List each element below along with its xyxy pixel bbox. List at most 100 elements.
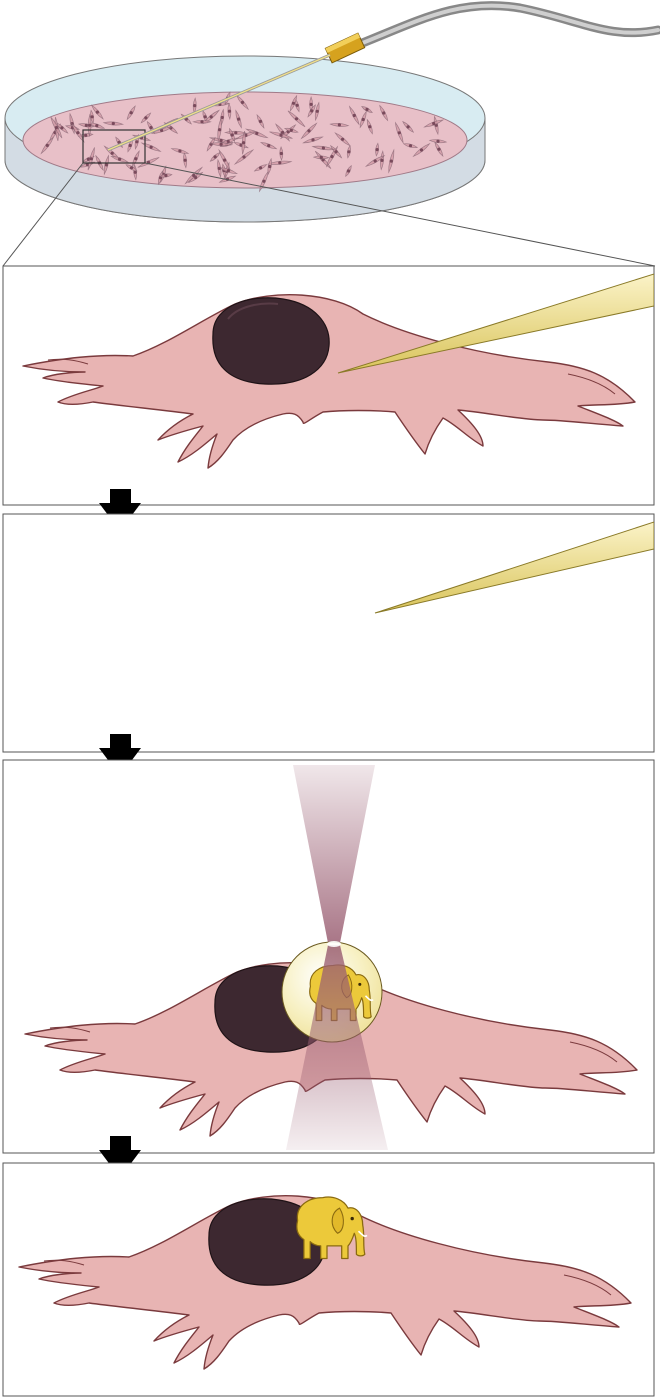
laser-beam-lower [286,945,388,1150]
dish-cell-nucleus [291,101,296,105]
dish-cell-nucleus [76,131,80,135]
dish-cell-nucleus [408,144,413,148]
dish-cell-nucleus [321,146,325,150]
dish-cell-nucleus [84,133,88,137]
dish-cell-nucleus [135,140,139,144]
dish-cell-nucleus [54,126,59,130]
dish-cell-nucleus [209,115,213,119]
dish-cell-nucleus [373,159,377,163]
dish-cell-nucleus [380,158,384,162]
dish-cell-nucleus [133,170,137,174]
dish-cell-nucleus [219,138,223,143]
dish-cell-nucleus [213,155,217,159]
dish-cell-nucleus [223,158,227,162]
dish-cell-nucleus [164,173,168,178]
dish-cell-nucleus [307,129,311,133]
dish-cell-nucleus [311,138,315,142]
micropipette-icon [374,521,654,614]
dish-cell-nucleus [226,169,230,173]
dish-cell-nucleus [346,169,351,173]
dish-cell-nucleus [88,123,92,127]
dish-cell-nucleus [375,148,379,152]
dish-cell-nucleus [200,120,204,124]
dish-cell-nucleus [406,125,410,129]
dish-cell-nucleus [279,151,283,156]
dish-cell-nucleus [128,143,132,148]
dish-cell-nucleus [104,163,108,167]
dish-cell-nucleus [242,155,246,159]
petri-dish [4,55,486,223]
dish-cell-nucleus [237,117,241,121]
cultured-cells [40,91,448,193]
dish-cell-nucleus [259,166,263,170]
dish-cell-nucleus [436,139,440,143]
dish-cell-nucleus [278,161,282,165]
dish-cell-nucleus [134,157,138,161]
dish-cell-nucleus [178,149,182,153]
dish-cell-nucleus [95,124,99,128]
panel-step-4-result [2,1162,655,1397]
dish-cell-nucleus [193,104,197,108]
panel-step-3-laser-activation [2,759,655,1154]
zoom-region-box [82,129,146,164]
dish-cell-nucleus [240,100,245,104]
dish-cell-nucleus [60,126,64,130]
micropipette-icon [337,273,654,374]
dish-cell-nucleus [341,137,345,141]
dish-cell-nucleus [230,133,234,137]
dish-cell-nucleus [192,173,196,178]
dish-cell-nucleus [419,148,424,152]
dish-cell-nucleus [361,117,365,122]
dish-cell-nucleus [397,131,401,135]
dish-cell-nucleus [310,109,314,113]
dish-cell-nucleus [330,155,334,159]
dish-cell-nucleus [365,107,369,112]
dish-cell-nucleus [144,116,148,120]
panel-step-1-approach [2,265,655,506]
dish-cell-nucleus [117,140,121,144]
dish-cell-nucleus [242,141,246,145]
dish-cell-nucleus [89,157,93,161]
dish-cell-nucleus [389,159,393,163]
down-arrow-icon [99,489,141,531]
dish-cell-nucleus [218,128,222,132]
dish-cell-nucleus [203,115,207,119]
dish-cell-nucleus [183,158,187,162]
dish-cell-nucleus [268,164,272,169]
dish-cell-nucleus [315,109,319,113]
down-arrow-icon [99,1136,141,1178]
dish-cell-nucleus [337,123,341,127]
down-arrow-icon [99,734,141,776]
zoom-line-left [2,162,84,267]
dish-cell-nucleus [219,142,223,146]
dish-cell-nucleus [118,157,122,161]
dish-cell-nucleus [347,150,351,154]
dish-cell-nucleus [289,128,293,132]
dish-cell-nucleus [149,126,153,130]
dish-cell-nucleus [227,109,231,113]
dish-cell-nucleus [90,115,94,119]
dish-cell-nucleus [226,139,230,143]
dish-cell-nucleus [129,166,134,170]
dish-cell-nucleus [368,125,372,129]
dish-cell-nucleus [279,133,283,137]
dish-cell-nucleus [255,131,259,135]
laser-beam-upper [293,765,375,943]
dish-cell-nucleus [234,131,238,135]
dish-cell-nucleus [295,103,299,107]
panel-step-2-inject-droplet [2,513,655,753]
dish-cell-nucleus [262,179,266,183]
dish-cell-nucleus [294,117,299,121]
dish-cell-nucleus [267,144,271,148]
dish-cell-nucleus [111,121,115,126]
dish-cell-nucleus [352,113,356,118]
dish-cell-nucleus [258,119,263,123]
dish-cell-nucleus [149,145,153,149]
dish-cell-nucleus [319,155,323,159]
dish-cell-nucleus [334,150,338,154]
dish-cell-nucleus [432,121,436,126]
zoom-line-right [144,162,656,267]
dish-cell-nucleus [220,115,224,120]
